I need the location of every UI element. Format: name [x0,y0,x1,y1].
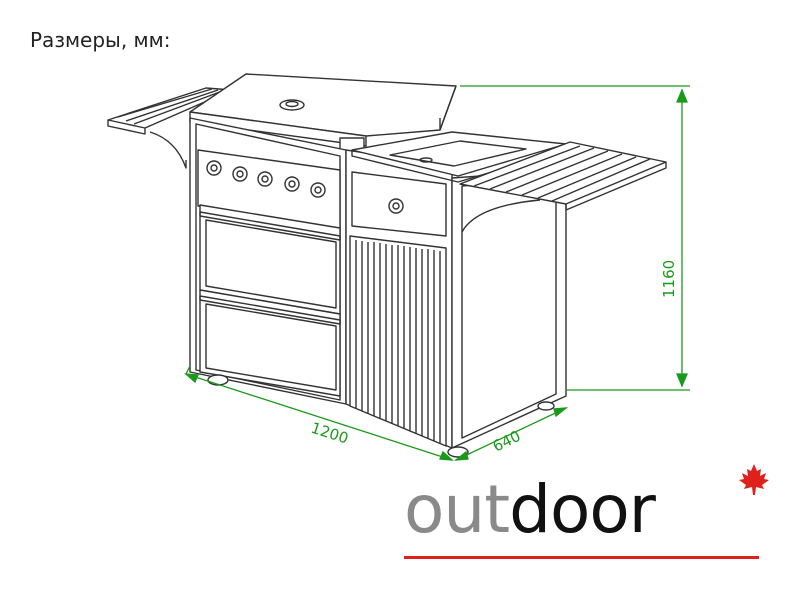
logo-text-part2: door [509,471,656,548]
logo-text-part1: out [404,471,510,548]
height-dimension-label: 1160 [660,260,678,298]
page-title: Размеры, мм: [30,28,171,52]
right-cabinet [345,149,567,449]
maple-leaf-icon [739,464,769,495]
grill-lid [189,73,457,153]
grill-body [189,117,347,405]
right-side-shelf [459,141,667,233]
width-dimension-line [184,365,454,461]
logo-text: outdoor [404,470,656,550]
height-dimension-line [460,85,690,391]
depth-dimension-line [453,407,569,461]
width-dimension-label: 1200 [309,419,351,448]
logo-underline [404,556,759,559]
